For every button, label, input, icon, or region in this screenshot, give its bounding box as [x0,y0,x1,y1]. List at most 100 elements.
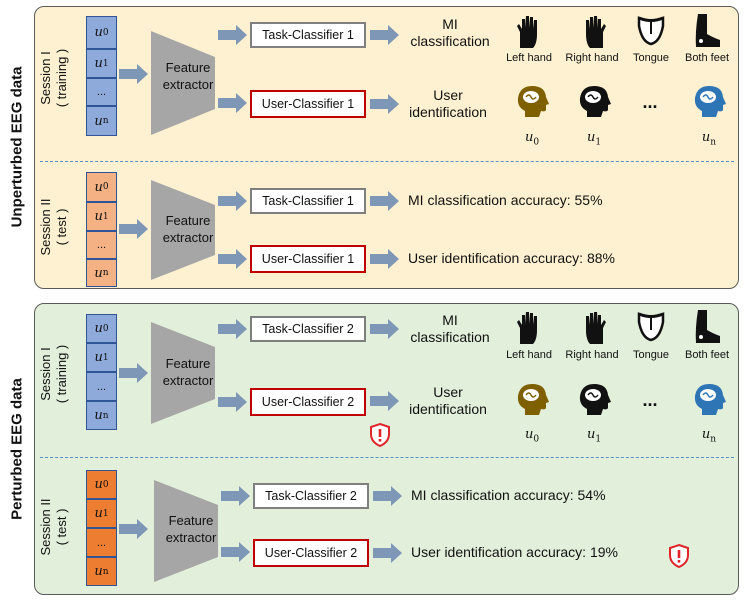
user-label: u0 [524,427,540,445]
tongue-icon [637,16,665,46]
hand-icon [517,312,537,344]
user-id-accuracy-text: User identification accuracy: 88% [408,250,615,266]
mi-accuracy-text: MI classification accuracy: 55% [408,192,603,208]
mi-class-label: Left hand [506,52,552,64]
unperturbed-label: Unperturbed EEG data [8,66,26,228]
user-label: un [701,427,717,445]
mi-class-label: Both feet [684,52,730,64]
arrow-icon [119,64,148,84]
user-label: u0 [524,130,540,148]
arrow-icon [218,392,247,412]
hand-icon [586,312,606,344]
arrow-icon [370,249,399,269]
head-brain-icon [694,86,726,117]
session-label: Session II( test ) [38,198,69,256]
feature-extractor [151,31,215,135]
arrow-icon [370,191,399,211]
task-classifier-box: Task-Classifier 2 [253,483,369,509]
eeg-sample-cell: ... [86,231,117,259]
user-classifier-box: User-Classifier 2 [253,539,369,567]
session-label: Session II( test ) [38,498,69,556]
arrow-icon [221,542,250,562]
arrow-icon [370,94,399,114]
eeg-sample-cell: ... [86,372,117,401]
mi-class-label: Right hand [565,349,619,361]
arrow-icon [218,93,247,113]
arrow-icon [370,25,399,45]
arrow-icon [218,249,247,269]
hand-icon [517,16,537,48]
alert-shield-icon [370,422,390,448]
task-classifier-box: Task-Classifier 1 [250,188,366,214]
alert-shield-icon [669,543,689,569]
ellipsis: ... [642,92,658,112]
arrow-icon [370,319,399,339]
foot-icon [695,310,720,343]
session-divider-top [40,161,734,162]
mi-accuracy-text: MI classification accuracy: 54% [411,487,606,503]
user-label: u1 [586,130,602,148]
session-label: Session I( training ) [38,344,69,404]
user-classifier-box: User-Classifier 1 [250,90,366,118]
user-label: u1 [586,427,602,445]
mi-class-label: Both feet [684,349,730,361]
eeg-sample-cell: ... [86,528,117,557]
arrow-icon [119,363,148,383]
mi-class-label: Tongue [632,52,670,64]
user-classifier-box: User-Classifier 1 [250,245,366,273]
head-brain-icon [579,86,611,117]
mi-class-label: Right hand [565,52,619,64]
head-brain-icon [579,384,611,415]
user-label: un [701,130,717,148]
user-classifier-box: User-Classifier 2 [250,388,366,416]
hand-icon [586,16,606,48]
session-label: Session I( training ) [38,48,69,108]
head-brain-icon [694,384,726,415]
head-brain-icon [517,86,549,117]
arrow-icon [218,25,247,45]
arrow-icon [218,319,247,339]
arrow-icon [373,486,402,506]
arrow-icon [218,191,247,211]
task-classifier-box: Task-Classifier 1 [250,22,366,48]
head-brain-icon [517,384,549,415]
arrow-icon [119,519,148,539]
session-divider-bottom [40,457,734,458]
arrow-icon [373,543,402,563]
unperturbed-panel [34,6,739,289]
arrow-icon [370,391,399,411]
mi-class-label: Left hand [506,349,552,361]
mi-class-label: Tongue [632,349,670,361]
feature-extractor [151,322,215,424]
foot-icon [695,14,720,47]
tongue-icon [637,312,665,342]
eeg-sample-cell: ... [86,78,117,106]
perturbed-label: Perturbed EEG data [8,378,26,520]
feature-extractor [154,480,218,582]
task-classifier-box: Task-Classifier 2 [250,316,366,342]
ellipsis: ... [642,390,658,410]
user-id-accuracy-text: User identification accuracy: 19% [411,544,618,560]
arrow-icon [221,486,250,506]
arrow-icon [119,219,148,239]
